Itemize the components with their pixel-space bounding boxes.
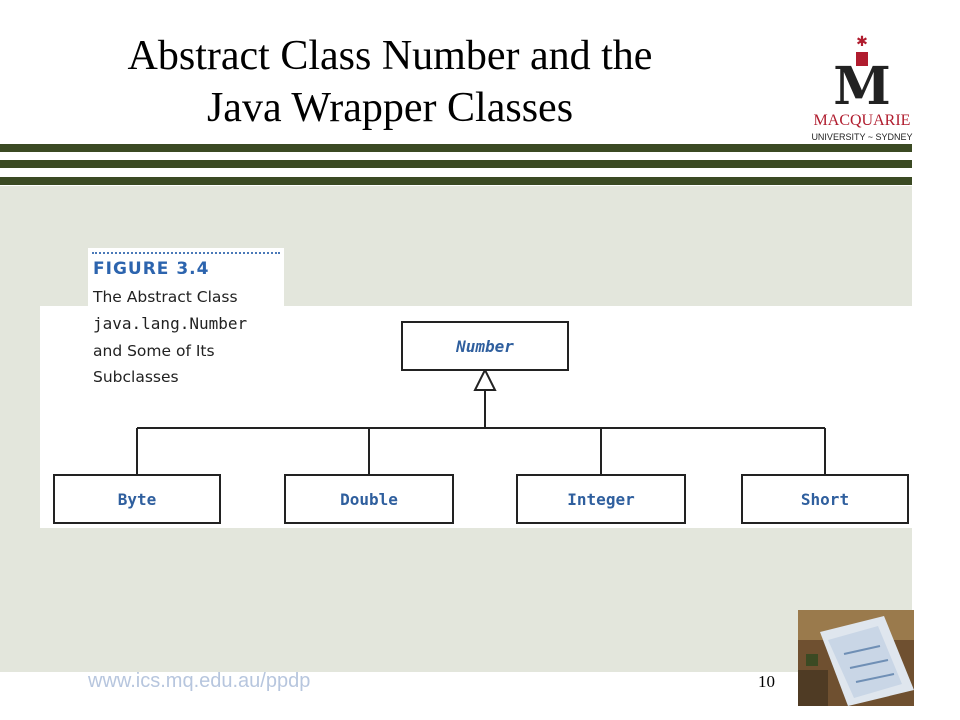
header-rule-2 xyxy=(0,160,912,168)
class-box-number: Number xyxy=(401,321,569,371)
class-box-double: Double xyxy=(284,474,454,524)
campus-sign-photo-icon xyxy=(798,610,914,706)
class-box-short: Short xyxy=(741,474,909,524)
class-box-integer: Integer xyxy=(516,474,686,524)
caption-line-2: java.lang.Number xyxy=(93,314,248,333)
title-line-2: Java Wrapper Classes xyxy=(206,85,574,131)
class-box-byte: Byte xyxy=(53,474,221,524)
macquarie-logo: ✱ M MACQUARIE UNIVERSITY ~ SYDNEY xyxy=(811,34,912,142)
caption-line-1: The Abstract Class xyxy=(93,288,238,306)
title-line-1: Abstract Class Number and the xyxy=(127,33,653,79)
caption-dotted-rule xyxy=(92,252,280,254)
svg-text:✱: ✱ xyxy=(856,34,868,50)
logo-emblem-icon: ✱ xyxy=(856,34,868,66)
caption-line-4: Subclasses xyxy=(93,368,179,386)
right-margin-strip xyxy=(912,186,960,606)
figure-label: FIGURE 3.4 xyxy=(93,259,210,279)
footer-url: www.ics.mq.edu.au/ppdp xyxy=(88,670,311,692)
logo-name: MACQUARIE xyxy=(814,112,911,129)
logo-letter: M xyxy=(833,56,891,117)
logo-subtitle: UNIVERSITY ~ SYDNEY xyxy=(811,132,912,142)
header-rule-1 xyxy=(0,144,912,152)
header-rule-3 xyxy=(0,177,912,185)
caption-line-3: and Some of Its xyxy=(93,342,215,360)
inheritance-arrow-icon xyxy=(473,367,497,391)
figure-caption-panel xyxy=(88,248,284,306)
page-number: 10 xyxy=(758,672,775,691)
slide-title: Abstract Class Number and the Java Wrapp… xyxy=(40,30,740,134)
